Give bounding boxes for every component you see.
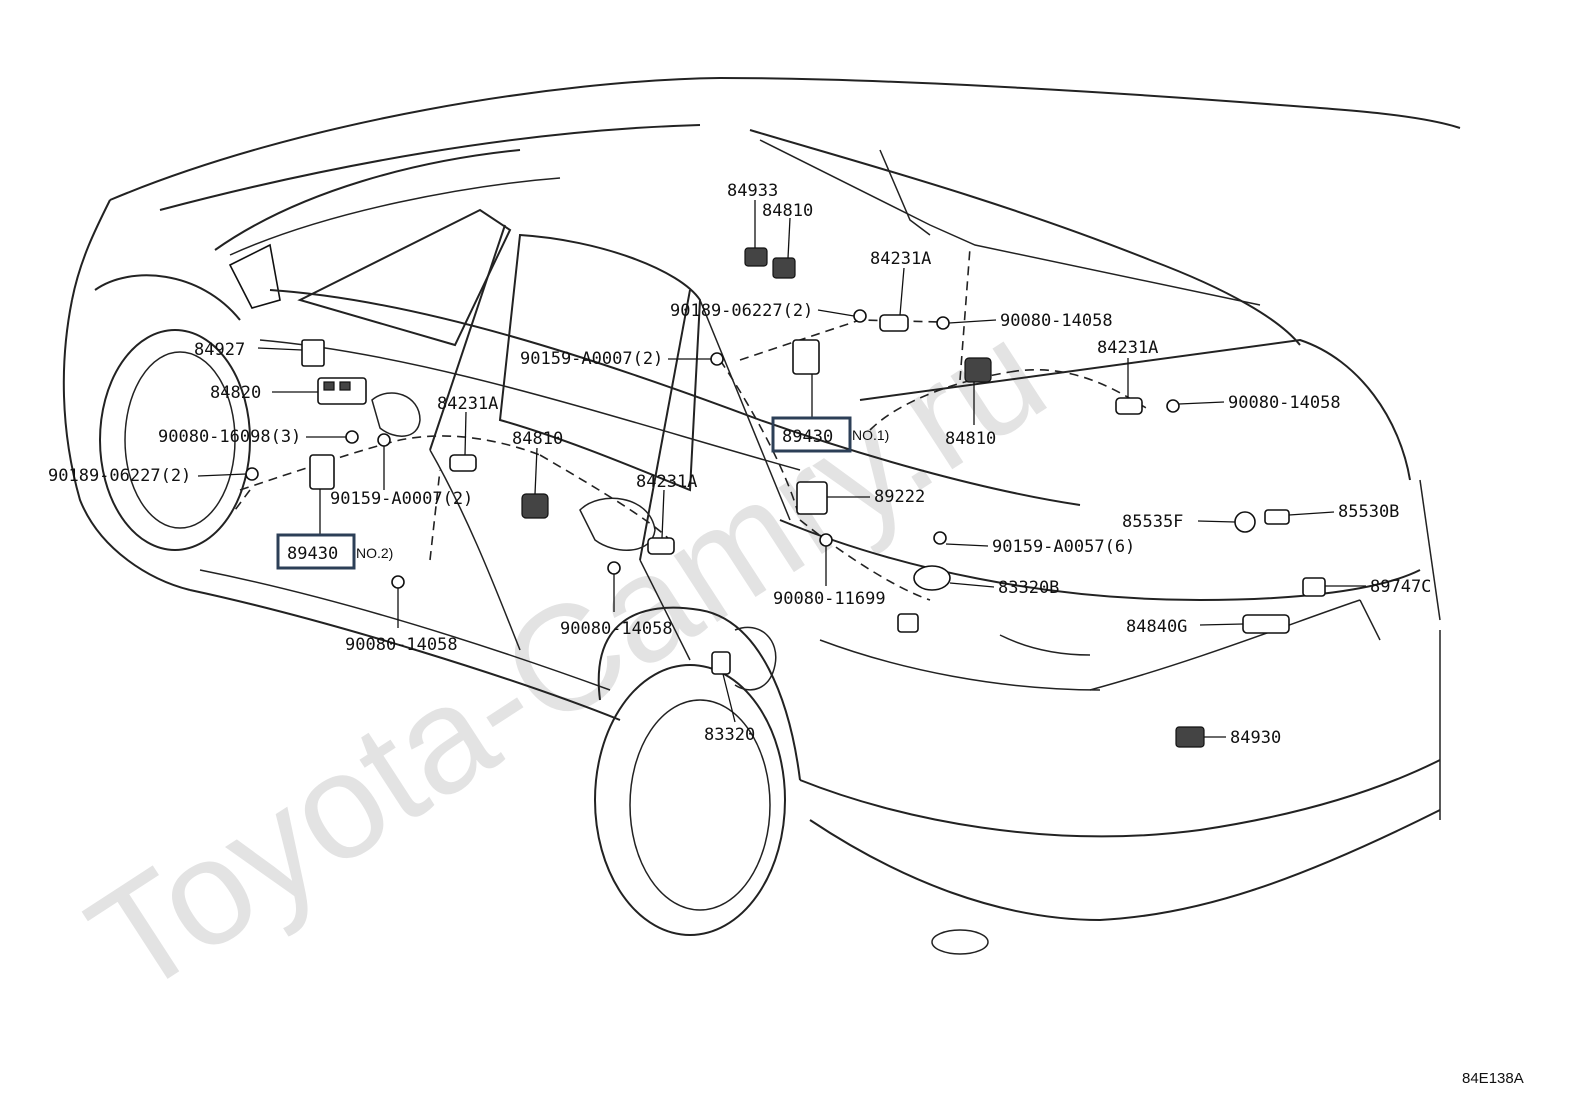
highlight-89430-no2 [276, 533, 356, 570]
part-90159-A0057[interactable] [933, 531, 989, 547]
label-84930: 84930 [1230, 728, 1281, 748]
part-90159-A0007-left[interactable] [377, 433, 391, 490]
label-89747C: 89747C [1370, 577, 1431, 597]
label-90080-11699: 90080-11699 [773, 589, 886, 609]
part-90189-left[interactable] [197, 467, 259, 481]
label-84810-right: 84810 [945, 429, 996, 449]
label-90080-14058-bottom: 90080-14058 [345, 635, 458, 655]
label-89430-no2: 89430 [287, 544, 338, 564]
figure-code: 84E138A [1462, 1070, 1524, 1087]
part-90080-14058-mid[interactable] [607, 561, 621, 612]
label-85530B: 85530B [1338, 502, 1399, 522]
label-84840G: 84840G [1126, 617, 1187, 637]
note-no1: NO.1) [852, 427, 889, 443]
label-83320: 83320 [704, 725, 755, 745]
note-no2: NO.2) [356, 545, 393, 561]
label-84231A-mid: 84231A [636, 472, 697, 492]
label-90189-left: 90189-06227(2) [48, 466, 191, 486]
part-84930[interactable] [1175, 726, 1226, 748]
car-body-outline [62, 76, 1461, 955]
label-84927: 84927 [194, 340, 245, 360]
part-84231A-left[interactable] [449, 411, 477, 472]
part-84231A-mid[interactable] [647, 489, 675, 555]
label-90189-top: 90189-06227(2) [670, 301, 813, 321]
label-89430-no1: 89430 [782, 427, 833, 447]
part-90080-16098[interactable] [306, 430, 359, 444]
label-84810-top: 84810 [762, 201, 813, 221]
part-90080-14058-top[interactable] [936, 316, 997, 330]
part-84840G[interactable] [1199, 614, 1290, 634]
label-84231A-right: 84231A [1097, 338, 1158, 358]
label-90080-14058-mid: 90080-14058 [560, 619, 673, 639]
label-89222: 89222 [874, 487, 925, 507]
rear-wheel [594, 664, 786, 936]
part-84927[interactable] [257, 339, 325, 367]
highlight-89430-no1 [771, 416, 852, 453]
part-84231A-right[interactable] [1115, 358, 1143, 415]
part-89430-no2[interactable] [309, 454, 335, 535]
rear-door-handle [579, 497, 656, 551]
exhaust-tip [931, 929, 989, 955]
label-90159-A0007-left: 90159-A0007(2) [330, 489, 473, 509]
label-90080-14058-top: 90080-14058 [1000, 311, 1113, 331]
part-83320B[interactable] [897, 565, 995, 633]
label-84820: 84820 [210, 383, 261, 403]
label-83320B: 83320B [998, 578, 1059, 598]
part-83320[interactable] [711, 651, 736, 723]
label-90080-14058-right: 90080-14058 [1228, 393, 1341, 413]
part-89222[interactable] [796, 481, 870, 515]
side-mirror [228, 243, 281, 309]
front-wheel [99, 329, 251, 551]
part-90080-11699[interactable] [819, 533, 833, 586]
label-84810-mid: 84810 [512, 429, 563, 449]
label-90080-16098: 90080-16098(3) [158, 427, 301, 447]
part-84810-right[interactable] [964, 357, 992, 425]
label-84231A-left: 84231A [437, 394, 498, 414]
label-90159-A0057: 90159-A0057(6) [992, 537, 1135, 557]
part-85535F[interactable] [1197, 511, 1256, 533]
part-90189-06227-top[interactable] [817, 309, 867, 323]
label-90159-A0007-top: 90159-A0007(2) [520, 349, 663, 369]
part-85530B[interactable] [1264, 509, 1335, 525]
part-84820[interactable] [272, 377, 367, 405]
part-84933-84810-top[interactable] [744, 200, 796, 279]
part-89747C[interactable] [1302, 577, 1366, 597]
front-door-handle [371, 392, 421, 437]
part-90159-A0007-top[interactable] [668, 352, 724, 366]
label-84933: 84933 [727, 181, 778, 201]
part-84231A-top[interactable] [879, 267, 909, 332]
part-89430-no1[interactable] [792, 339, 820, 418]
part-84810-mid[interactable] [521, 447, 549, 519]
label-85535F: 85535F [1122, 512, 1183, 532]
label-84231A-top: 84231A [870, 249, 931, 269]
part-90080-14058-bottom[interactable] [391, 575, 405, 628]
part-90080-14058-right[interactable] [1166, 399, 1225, 413]
